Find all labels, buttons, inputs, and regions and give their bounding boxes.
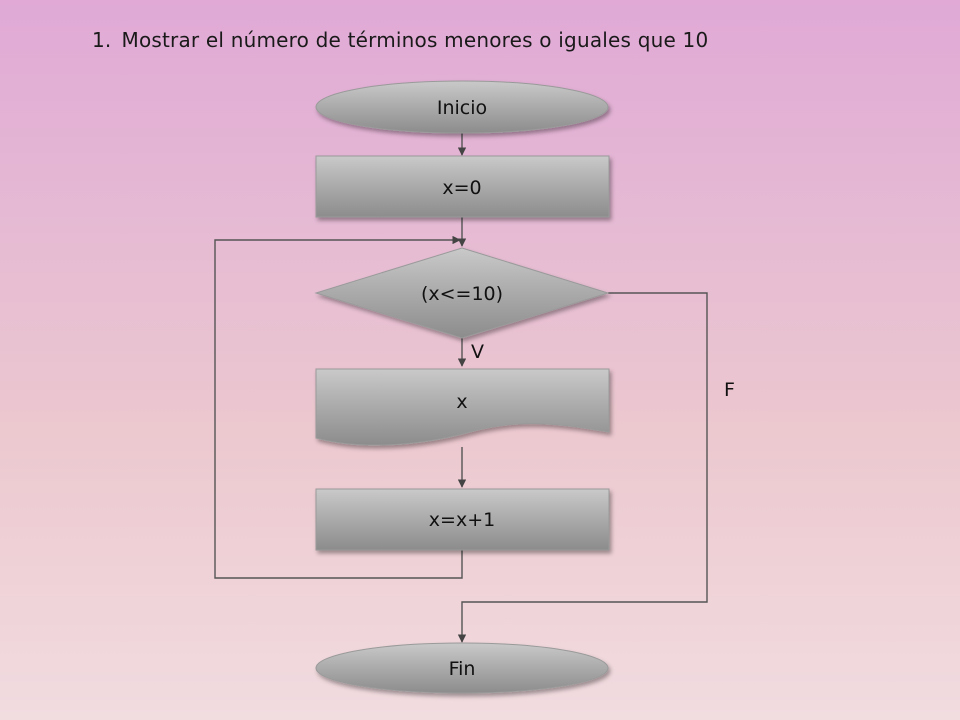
increment-process: x=x+1	[315, 488, 610, 551]
start-label: Inicio	[437, 97, 487, 119]
increment-label: x=x+1	[429, 509, 495, 531]
connector-loop-back	[214, 235, 463, 579]
title-item-number: 1.	[92, 28, 112, 52]
end-terminal: Fin	[315, 642, 609, 694]
slide-title: 1. Mostrar el número de términos menores …	[92, 28, 708, 52]
end-label: Fin	[449, 658, 476, 680]
init-process: x=0	[315, 155, 610, 218]
title-text: Mostrar el número de términos menores o …	[121, 28, 709, 52]
false-branch-label: F	[724, 379, 735, 401]
output-document: x	[315, 368, 610, 446]
output-label: x	[456, 391, 467, 413]
connector-false-to-end	[457, 292, 708, 643]
connectors	[214, 133, 708, 643]
condition-decision: (x<=10)	[314, 247, 610, 339]
condition-label: (x<=10)	[421, 283, 503, 305]
init-label: x=0	[442, 177, 481, 199]
true-branch-label: V	[471, 341, 484, 363]
start-terminal: Inicio	[315, 80, 609, 134]
